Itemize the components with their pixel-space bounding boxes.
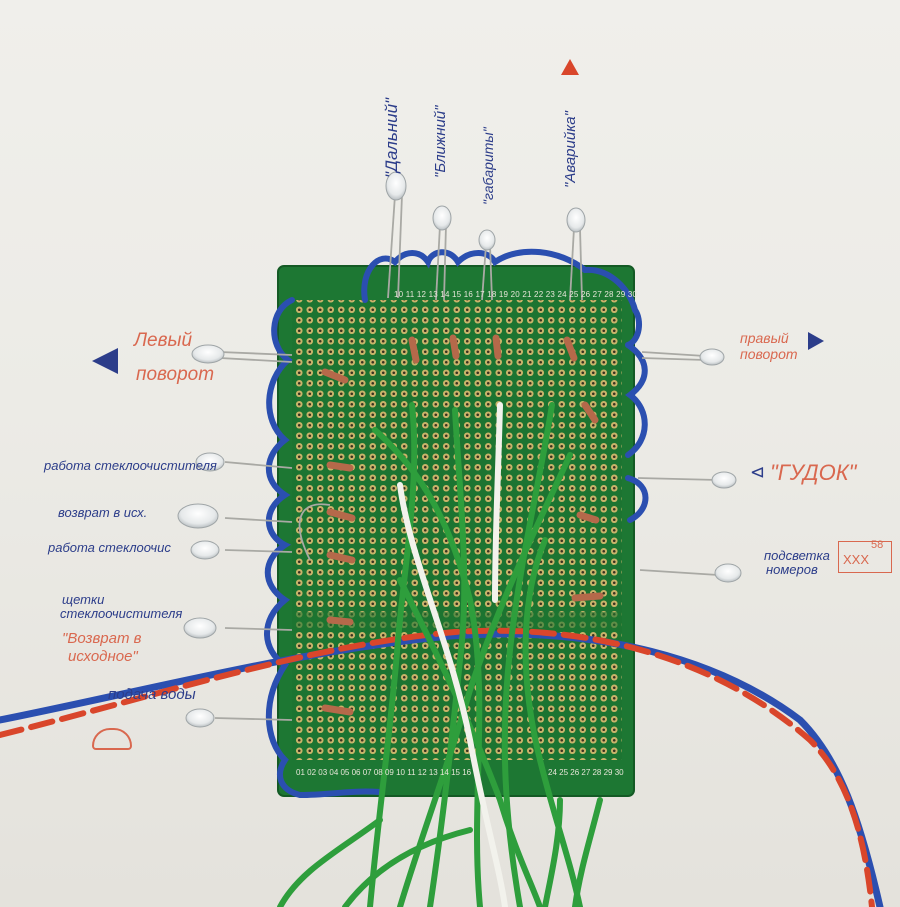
green-wires — [277, 402, 603, 907]
white-wires — [397, 402, 508, 907]
blue-wire-loops — [264, 248, 649, 798]
label-left-turn-1: Левый — [134, 330, 193, 351]
left-turn-arrow-icon — [92, 348, 118, 374]
label-return-home-1: "Возврат в — [62, 630, 142, 647]
label-right-turn-1: правый — [740, 330, 789, 346]
plate-box: XXX 58 — [838, 539, 892, 573]
twisted-cable — [0, 627, 884, 907]
label-low-beam: "Ближний" — [432, 105, 449, 178]
label-plate-light-2: номеров — [766, 562, 818, 577]
plate-box-text: XXX — [843, 552, 870, 567]
label-return-home-2: исходное" — [68, 648, 138, 665]
led-leads — [214, 194, 719, 721]
label-wiper-brushes-1: щетки — [62, 592, 105, 607]
right-turn-arrow-icon — [808, 332, 824, 350]
label-parking: "габариты" — [480, 127, 496, 205]
leds — [177, 171, 742, 728]
perfboard — [277, 265, 635, 797]
label-hazard: "Аварийка" — [562, 111, 579, 188]
label-left-turn-2: поворот — [136, 364, 215, 385]
label-high-beam: "Дальний" — [382, 97, 401, 178]
resistors — [321, 334, 604, 716]
horn-icon: ⊲ — [750, 462, 766, 483]
label-right-turn-2: поворот — [740, 346, 798, 362]
label-plate-light-1: подсветка — [764, 548, 830, 563]
board-bottom-numbers: 01 02 03 04 05 06 07 08 09 10 11 12 13 1… — [296, 768, 472, 777]
label-horn: "ГУДОК" — [770, 460, 857, 485]
label-wiper-work-1: работа стеклоочистителя — [44, 458, 217, 473]
plate-box-number: 58 — [871, 539, 884, 551]
label-wiper-return: возврат в исх. — [58, 505, 148, 520]
board-bottom-numbers-right: 24 25 26 27 28 29 30 — [548, 768, 624, 777]
label-wiper-work-2: работа стеклоочис — [48, 540, 171, 555]
hazard-triangle-icon — [561, 59, 579, 75]
label-water-feed: подача воды — [108, 686, 196, 703]
board-top-numbers: 10 11 12 13 14 15 16 17 18 19 20 21 22 2… — [394, 290, 638, 299]
label-wiper-brushes-2: стеклоочистителя — [60, 606, 183, 621]
